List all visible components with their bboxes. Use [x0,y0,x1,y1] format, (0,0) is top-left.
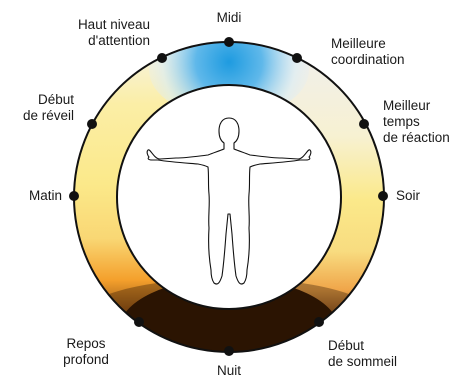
marker-debut-sommeil [314,317,324,327]
marker-meilleure-coordination [292,53,302,63]
label-meilleure-coordination: Meilleure coordination [331,36,441,68]
marker-matin [69,191,79,201]
label-debut-sommeil: Début de sommeil [328,338,448,370]
marker-meilleur-temps-reaction [359,119,369,129]
label-debut-reveil: Début de réveil [0,92,74,124]
label-soir: Soir [396,188,456,204]
label-haut-niveau-attention: Haut niveau d'attention [50,17,150,49]
label-repos-profond: Repos profond [46,336,126,368]
marker-midi [224,37,234,47]
marker-nuit [224,346,234,356]
label-matin: Matin [0,188,62,204]
marker-haut-niveau-attention [157,53,167,63]
marker-repos-profond [134,317,144,327]
label-midi: Midi [205,10,253,26]
label-meilleur-temps-reaction: Meilleur temps de réaction [383,98,467,146]
label-nuit: Nuit [205,363,253,379]
marker-debut-reveil [87,119,97,129]
marker-soir [378,191,388,201]
